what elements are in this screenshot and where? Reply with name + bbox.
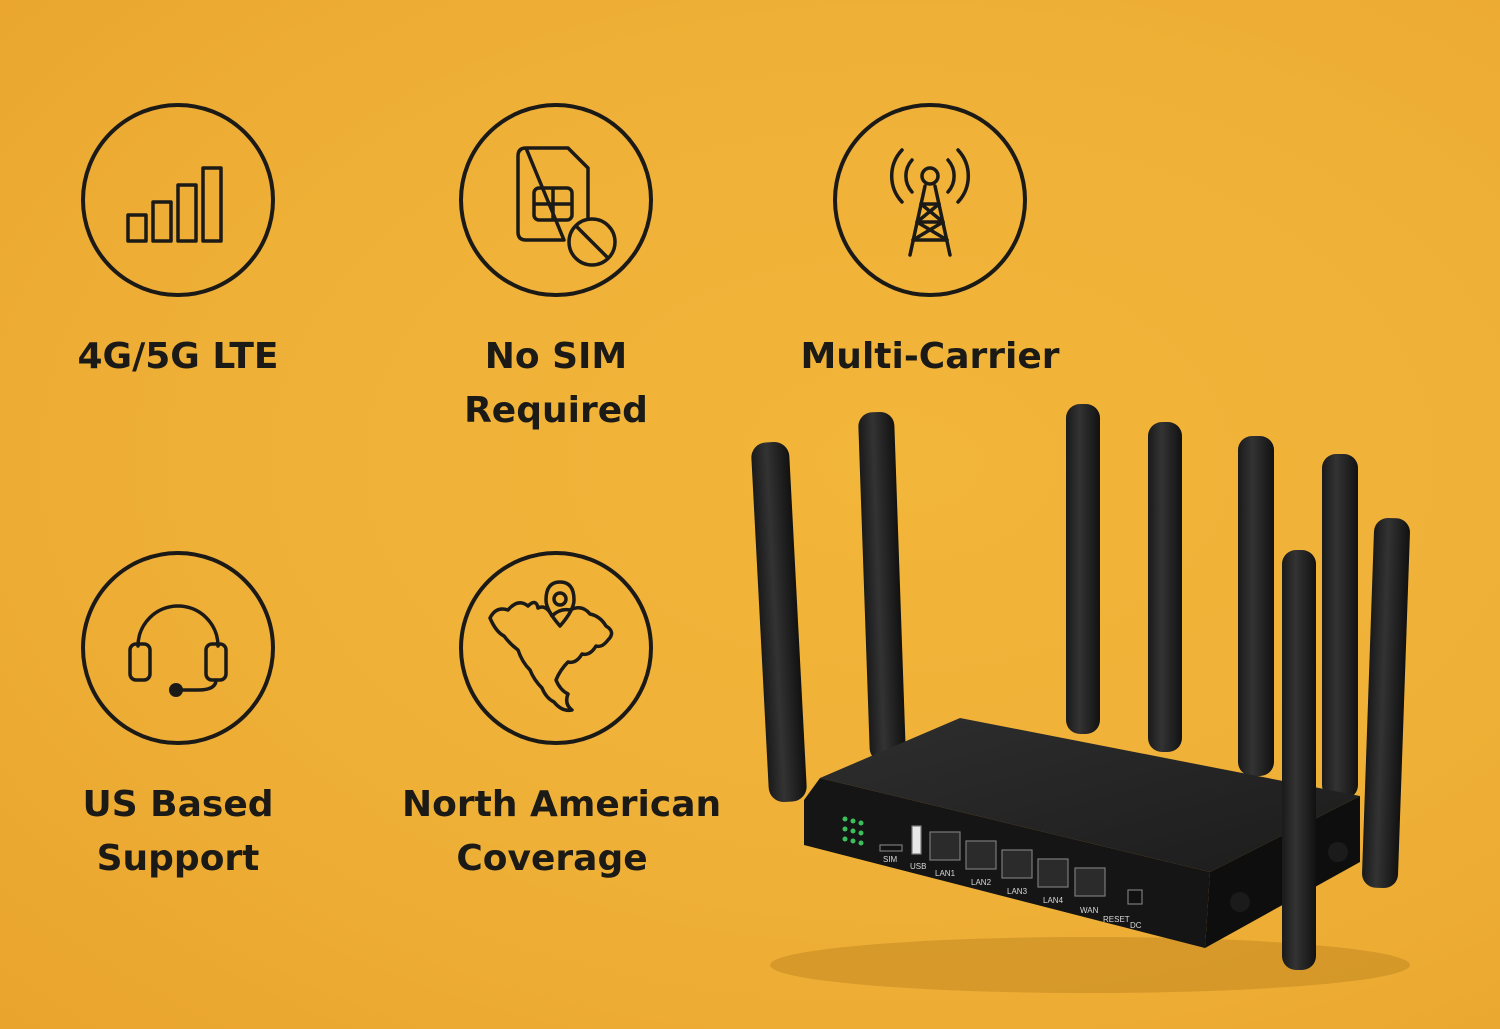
- feature-label-line: Required: [464, 390, 648, 431]
- feature-label-line: Support: [96, 838, 260, 879]
- north-america-map-icon: [459, 551, 653, 745]
- cell-tower-icon: [833, 103, 1027, 297]
- port-label-lan1: LAN1: [935, 869, 956, 878]
- feature-label-line: US Based: [82, 784, 274, 825]
- antenna: [858, 404, 1358, 799]
- port-label-sim: SIM: [883, 855, 898, 864]
- signal-bars-icon: [81, 103, 275, 297]
- port-label-usb: USB: [910, 862, 926, 871]
- port-label-reset: RESET: [1103, 915, 1130, 924]
- feature-label-line: Multi-Carrier: [800, 336, 1060, 377]
- port-label-lan4: LAN4: [1043, 896, 1064, 905]
- port-label-lan3: LAN3: [1007, 887, 1028, 896]
- feature-label-line: 4G/5G LTE: [77, 336, 279, 377]
- headset-icon: [81, 551, 275, 745]
- port-label-lan2: LAN2: [971, 878, 992, 887]
- no-sim-icon: [459, 103, 653, 297]
- feature-label-line: Coverage: [456, 838, 648, 879]
- port-label-dc: DC: [1130, 921, 1142, 930]
- port-label-wan: WAN: [1080, 906, 1099, 915]
- antenna: [751, 442, 1410, 970]
- feature-label-line: No SIM: [484, 336, 628, 377]
- feature-label-line: North American: [402, 784, 722, 825]
